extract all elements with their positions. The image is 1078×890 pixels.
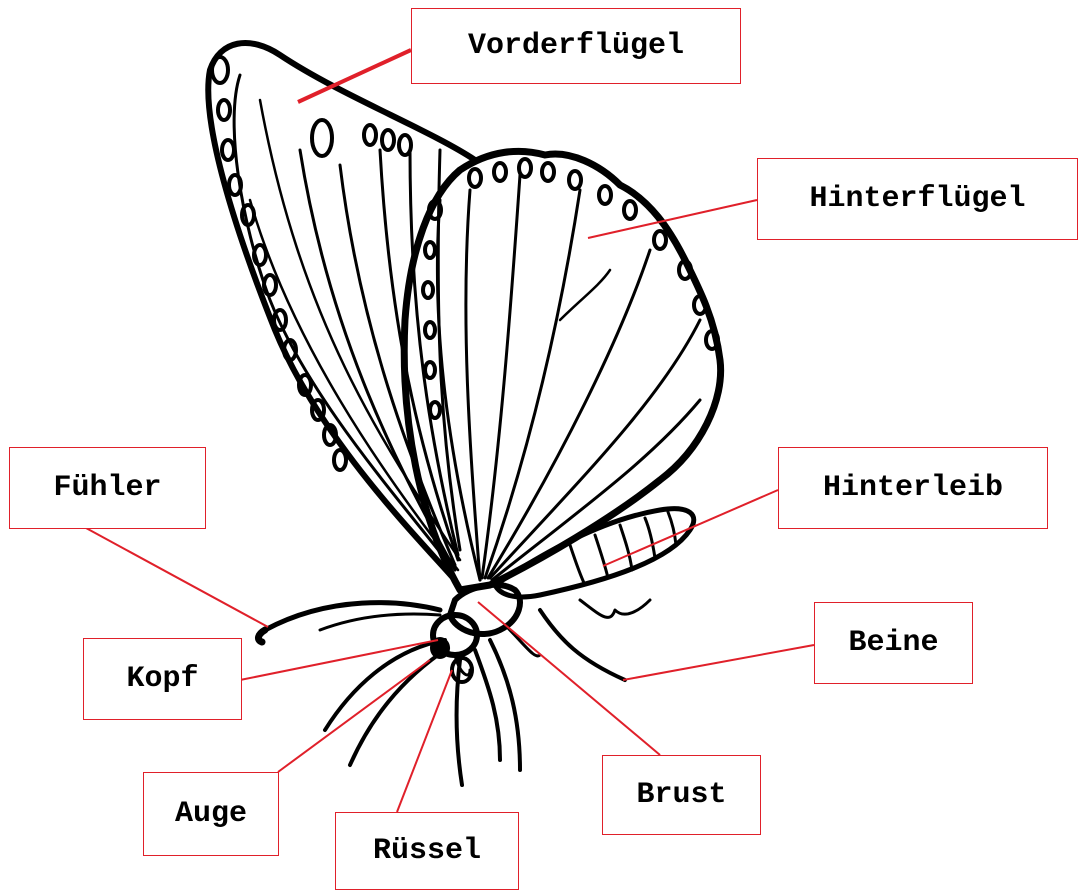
label-hinterleib: Hinterleib [778,447,1048,529]
thorax-outline [450,585,520,634]
leader-fuehler [86,528,268,627]
label-vorderfluegel: Vorderflügel [411,8,741,84]
hindwing-vein [437,200,480,580]
leader-kopf [240,640,438,680]
abdomen-segment [620,525,632,570]
abdomen-segment [668,512,676,545]
leg [540,610,625,680]
antenna [320,614,440,630]
forewing-vein [260,100,460,560]
label-kopf: Kopf [83,638,242,720]
leg [475,650,500,760]
hindwing-vein [492,400,700,580]
abdomen-segment [595,535,608,578]
leg [580,600,650,617]
forewing-spots [212,57,411,470]
forewing-outline [208,43,475,580]
leg [325,640,445,730]
label-beine: Beine [814,602,973,684]
label-auge: Auge [143,772,279,856]
hindwing-vein [485,190,580,578]
leg [350,648,448,765]
hindwing-vein [482,175,520,578]
leader-ruessel [397,670,452,812]
label-ruessel: Rüssel [335,812,519,890]
leader-beine [623,645,814,680]
abdomen-segment [570,545,585,585]
hindwing-vein [560,270,610,320]
label-fuehler: Fühler [9,447,206,529]
antenna-tip [258,630,265,642]
leg [456,660,462,785]
label-hinterfluegel: Hinterflügel [757,158,1078,240]
antenna [265,603,440,630]
abdomen-segment [645,518,655,558]
label-brust: Brust [602,755,761,835]
